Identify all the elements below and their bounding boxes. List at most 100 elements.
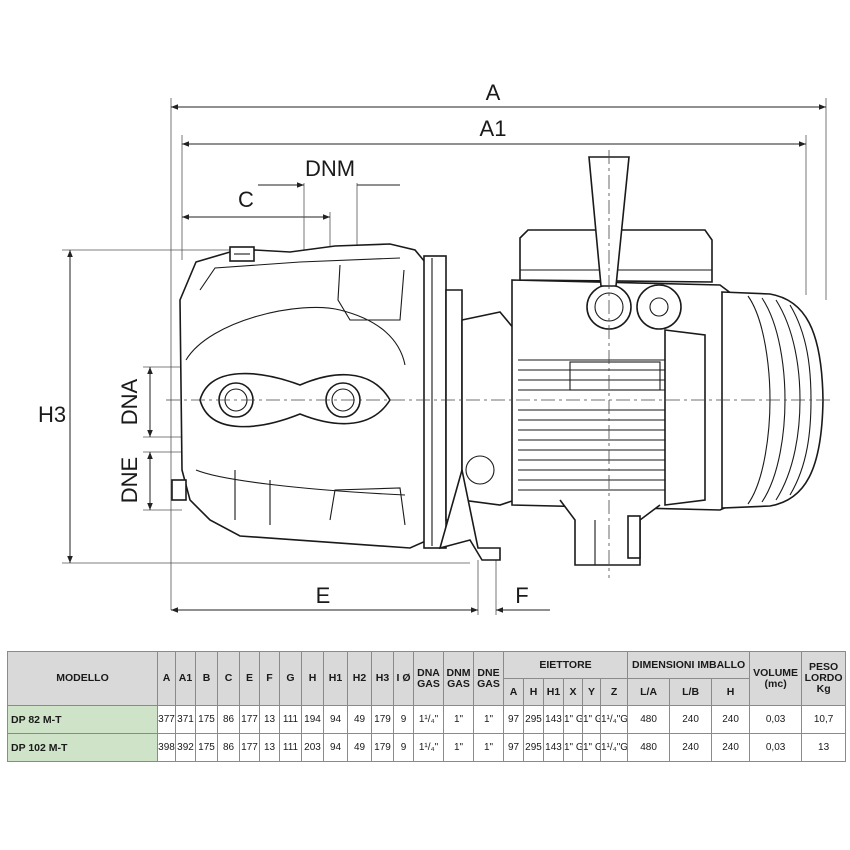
table-cell: 111 [279,733,302,762]
table-cell: 203 [301,733,324,762]
table-cell: 480 [627,733,671,762]
table-cell: 0,03 [749,733,803,762]
col-header: H [301,651,324,706]
motor [511,156,824,566]
header-line: Kg [816,683,831,695]
table-cell: 1" [473,705,504,734]
col-header-imballo: L/B [669,678,713,706]
col-header-imballo: L/A [627,678,671,706]
col-header-eiettore: Y [582,678,601,706]
table-cell: 1" G [582,733,601,762]
col-header-eiettore: A [503,678,524,706]
table-cell: 1" [473,733,504,762]
model-cell: DP 102 M-T [7,733,158,762]
table-cell: 240 [669,733,713,762]
model-cell: DP 82 M-T [7,705,158,734]
header-line: GAS [477,677,500,690]
col-header-peso: PESO LORDO Kg [801,651,847,706]
table-cell: 94 [323,733,348,762]
table-cell: 1" G [563,733,583,762]
col-header: B [195,651,218,706]
table-cell: 194 [301,705,324,734]
dim-label-DNM: DNM [305,156,355,181]
table-cell: 1" G [563,705,583,734]
header-line: VOLUME [753,666,799,679]
table-cell: 97 [503,733,524,762]
col-header-dnm-gas: DNM GAS [443,651,474,706]
header-line: GAS [447,677,470,690]
table-cell: 0,03 [749,705,803,734]
col-header: H1 [323,651,348,706]
table-cell: 179 [371,705,394,734]
col-header: I Ø [393,651,414,706]
dim-label-F: F [515,583,528,608]
table-cell: 1¹/₄"G [599,705,629,734]
col-header-modello: MODELLO [7,651,158,706]
table-cell: 49 [347,705,372,734]
col-header-dne-gas: DNE GAS [473,651,504,706]
table-cell: 143 [543,705,564,734]
pump-housing [171,243,516,561]
col-group-dimensioni-imballo: DIMENSIONI IMBALLO [627,651,751,679]
specification-table: MODELLO A A1 B C E F G H H1 H2 H3 I Ø DN… [7,651,847,762]
dim-label-E: E [316,583,331,608]
col-header-eiettore: H1 [543,678,564,706]
table-cell: 111 [279,705,302,734]
table-cell: 392 [175,733,196,762]
col-header: F [259,651,280,706]
header-line: GAS [417,677,440,690]
table-cell: 1" [443,733,474,762]
col-header-eiettore: Z [599,678,629,706]
col-group-eiettore: EIETTORE [502,651,629,679]
col-header: C [217,651,240,706]
table-cell: 175 [195,705,218,734]
dim-label-DNE: DNE [117,457,142,503]
table-cell: 13 [801,733,847,762]
col-header-imballo: H [711,678,751,706]
col-header: G [279,651,302,706]
dim-label-A1: A1 [480,116,507,141]
table-cell: 9 [393,705,414,734]
table-cell: 240 [669,705,713,734]
col-header: E [239,651,260,706]
table-cell: 295 [523,733,544,762]
dimension-lines [62,98,827,615]
header-line: DNA [417,666,440,679]
table-cell: 143 [543,733,564,762]
table-cell: 177 [239,705,260,734]
table-cell: 177 [239,733,260,762]
header-line: DNM [446,666,471,679]
table-cell: 240 [711,733,751,762]
table-cell: 398 [157,733,176,762]
table-cell: 175 [195,733,218,762]
table-cell: 94 [323,705,348,734]
table-cell: 97 [503,705,524,734]
header-line: (mc) [764,677,787,690]
col-header: A [157,651,176,706]
table-cell: 377 [157,705,176,734]
header-line: DNE [477,666,500,679]
dim-label-A: A [486,80,501,105]
col-header: H3 [371,651,394,706]
dim-label-H3: H3 [38,402,66,427]
table-cell: 86 [217,705,240,734]
table-cell: 9 [393,733,414,762]
pump-dimension-drawing: A A1 C DNM H3 DNA DNE E F [38,80,830,615]
table-cell: 1¹/₄" [413,733,444,762]
table-cell: 1" G [582,705,601,734]
dim-label-C: C [238,187,254,212]
col-header-eiettore: H [523,678,544,706]
table-cell: 1¹/₄"G [599,733,629,762]
table-cell: 240 [711,705,751,734]
col-header: A1 [175,651,196,706]
dim-label-DNA: DNA [117,378,142,425]
header-line: LORDO [804,672,843,684]
table-cell: 1" [443,705,474,734]
header-line: PESO [809,661,839,673]
table-cell: 371 [175,705,196,734]
col-header-volume: VOLUME (mc) [749,651,803,706]
col-header-dna-gas: DNA GAS [413,651,444,706]
table-cell: 179 [371,733,394,762]
